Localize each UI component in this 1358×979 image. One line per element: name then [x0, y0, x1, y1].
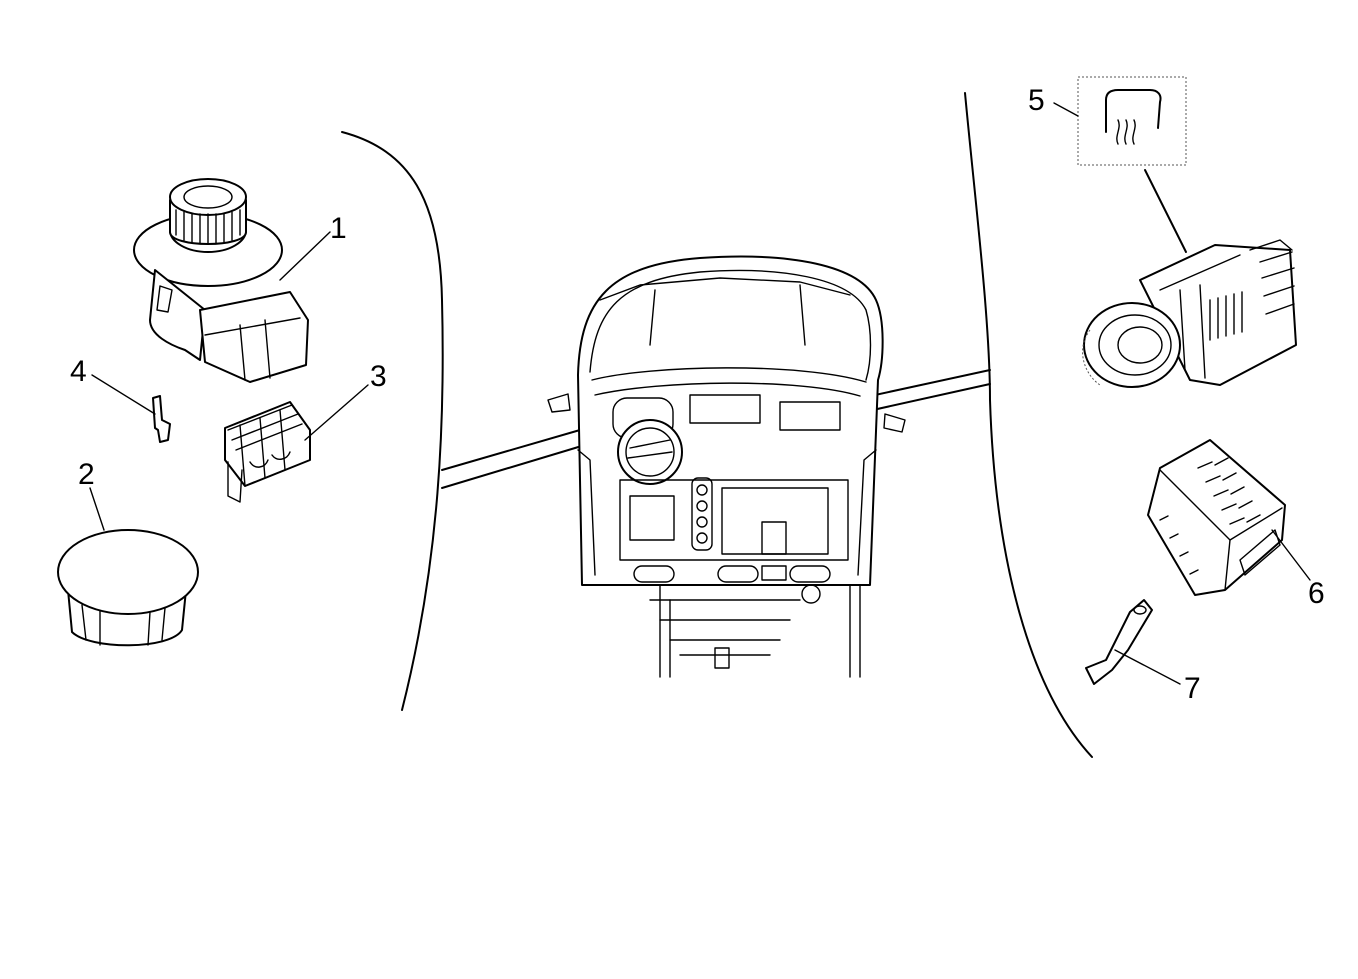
callout-number-6: 6	[1308, 577, 1325, 610]
callout-leader-6	[1271, 529, 1311, 581]
blanking-cap-icon	[57, 529, 199, 647]
callout-number-2: 2	[78, 458, 95, 491]
callout-leader-2	[89, 487, 105, 531]
dashboard-console-icon	[547, 255, 906, 678]
callout-number-1: 1	[330, 212, 347, 245]
callout-number-3: 3	[370, 360, 387, 393]
mirror-adjust-switch-icon	[133, 178, 309, 383]
terminal-clip-icon	[1085, 599, 1153, 685]
callout-number-7: 7	[1184, 672, 1201, 705]
multi-pin-connector-icon	[1147, 439, 1286, 596]
callout-leader-5	[1053, 102, 1079, 117]
callout-leader-4	[91, 374, 156, 415]
terminal-pin-icon	[152, 395, 171, 443]
callout-leader-1	[279, 231, 331, 281]
rear-defrost-switch-icon	[1077, 76, 1297, 388]
callout-leader-7	[1114, 649, 1181, 685]
callout-number-5: 5	[1028, 84, 1045, 117]
connector-housing-icon	[224, 401, 311, 503]
callout-number-4: 4	[70, 355, 87, 388]
leader-line-left	[441, 429, 586, 489]
rear-defrost-symbol-icon	[1105, 89, 1162, 145]
left-boundary-curve	[341, 131, 444, 711]
callout-leader-3	[304, 384, 369, 441]
right-boundary-curve	[964, 92, 1093, 758]
